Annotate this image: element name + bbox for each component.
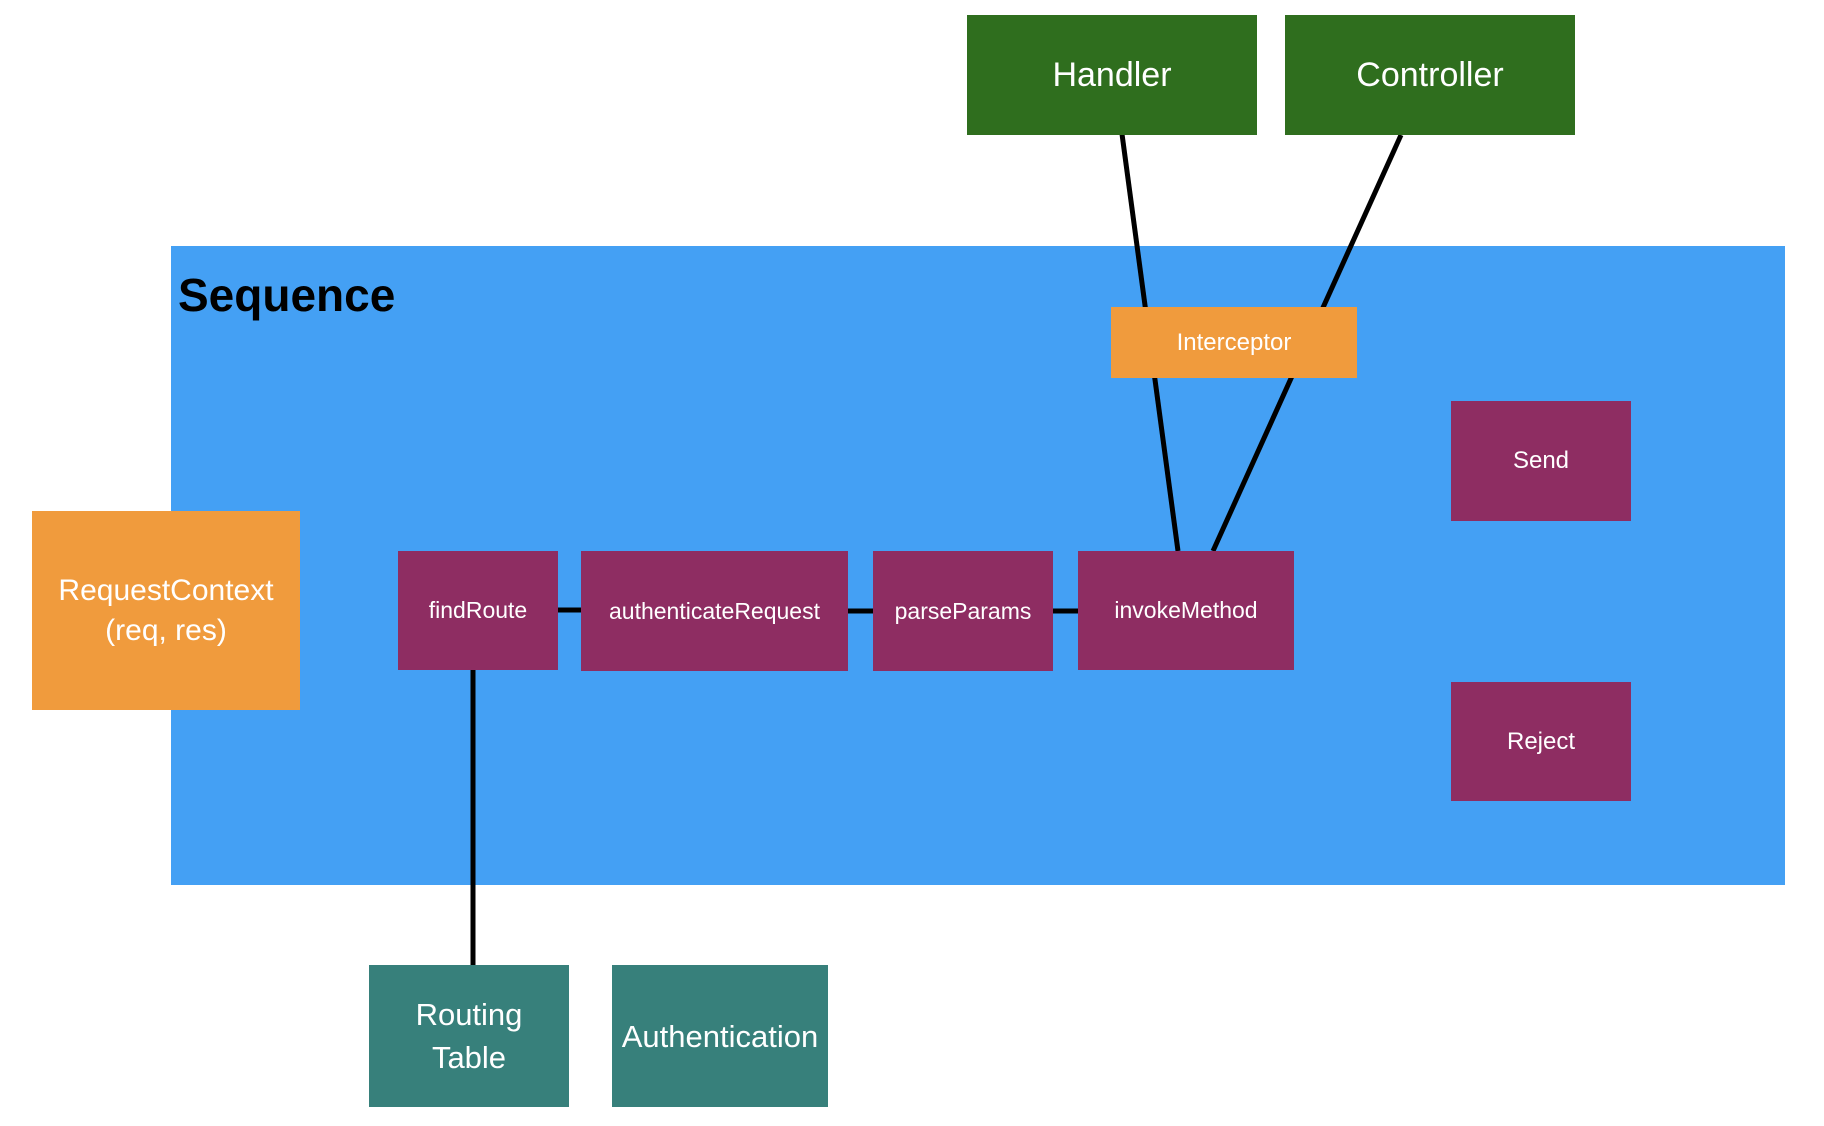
handler-label: Handler bbox=[1052, 55, 1172, 94]
controller-node: Controller bbox=[1285, 15, 1575, 135]
routing-table-label-line2: Table bbox=[431, 1040, 507, 1075]
interceptor-label: Interceptor bbox=[1176, 328, 1292, 356]
interceptor-node: Interceptor bbox=[1111, 307, 1357, 378]
authentication-label: Authentication bbox=[621, 1018, 819, 1054]
invoke-method-node: invokeMethod bbox=[1078, 551, 1294, 670]
find-route-node: findRoute bbox=[398, 551, 558, 670]
reject-label: Reject bbox=[1506, 727, 1576, 755]
routing-table-node: Routing Table bbox=[369, 965, 569, 1107]
handler-node: Handler bbox=[967, 15, 1257, 135]
reject-node: Reject bbox=[1451, 682, 1631, 801]
controller-label: Controller bbox=[1356, 55, 1504, 94]
request-context-label-line1: RequestContext bbox=[58, 573, 274, 607]
authenticate-request-node: authenticateRequest bbox=[581, 551, 848, 671]
send-node: Send bbox=[1451, 401, 1631, 521]
authentication-node: Authentication bbox=[612, 965, 828, 1107]
find-route-label: findRoute bbox=[428, 597, 528, 623]
authenticate-request-label: authenticateRequest bbox=[609, 597, 820, 624]
request-context-node: RequestContext (req, res) bbox=[32, 511, 300, 710]
parse-params-node: parseParams bbox=[873, 551, 1053, 671]
routing-table-label-line1: Routing bbox=[415, 997, 523, 1032]
send-label: Send bbox=[1512, 447, 1570, 474]
request-context-label-line2: (req, res) bbox=[105, 613, 227, 647]
parse-params-label: parseParams bbox=[894, 597, 1032, 624]
sequence-title: Sequence bbox=[178, 269, 396, 321]
invoke-method-label: invokeMethod bbox=[1114, 597, 1258, 623]
